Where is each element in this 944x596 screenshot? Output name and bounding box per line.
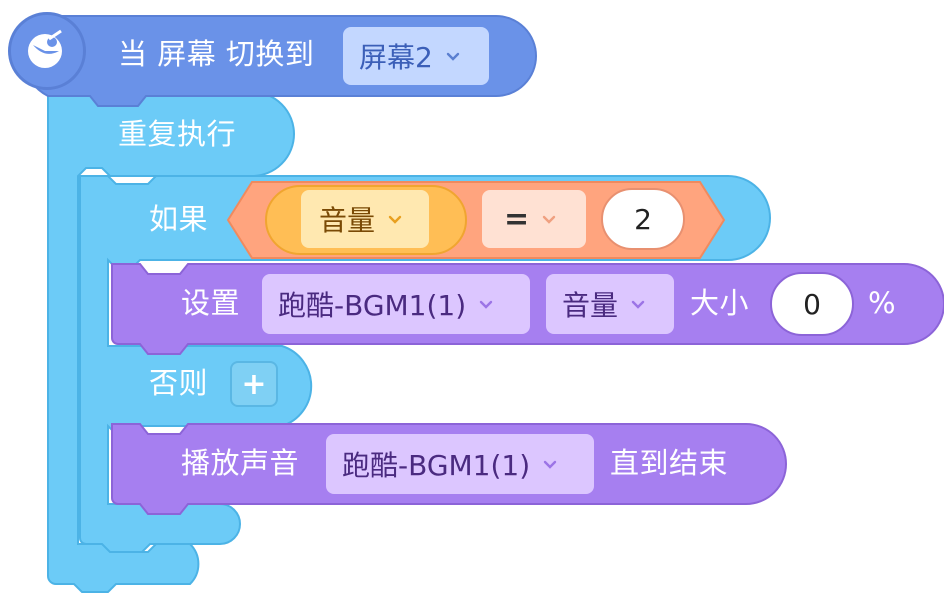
chevron-down-icon <box>446 52 460 61</box>
set-label: 设置 <box>181 286 241 320</box>
else-label: 否则 <box>149 366 209 400</box>
chevron-down-icon <box>543 460 557 469</box>
until-done-label: 直到结束 <box>610 446 729 480</box>
set-sound-value: 跑酷-BGM1(1) <box>278 289 467 322</box>
chevron-down-icon <box>479 300 493 309</box>
play-sound-dropdown[interactable]: 跑酷-BGM1(1) <box>326 434 594 494</box>
volume-amount-input[interactable]: 0 <box>770 272 854 336</box>
plus-icon: + <box>241 366 267 402</box>
add-branch-button[interactable]: + <box>230 361 278 407</box>
screen-dropdown[interactable]: 屏幕2 <box>343 27 489 85</box>
operator-dropdown[interactable]: = <box>482 190 586 248</box>
repeat-block-shape[interactable] <box>47 91 295 593</box>
volume-amount-text: 0 <box>803 287 821 321</box>
compare-value-input[interactable]: 2 <box>601 188 685 250</box>
play-sound-value: 跑酷-BGM1(1) <box>342 449 531 482</box>
percent-label: % <box>868 286 897 320</box>
if-label: 如果 <box>149 202 209 236</box>
operator-value: = <box>504 201 530 237</box>
screen-dropdown-value: 屏幕2 <box>359 41 433 74</box>
repeat-forever-label: 重复执行 <box>118 117 237 151</box>
chevron-down-icon <box>542 215 556 224</box>
volume-sensor-dropdown[interactable]: 音量 <box>301 190 429 248</box>
compare-value-text: 2 <box>634 202 652 236</box>
play-sound-label: 播放声音 <box>181 446 300 480</box>
chevron-down-icon <box>631 300 645 309</box>
chevron-down-icon <box>388 215 402 224</box>
set-sound-dropdown[interactable]: 跑酷-BGM1(1) <box>262 274 530 334</box>
volume-sensor-value: 音量 <box>319 204 376 237</box>
satellite-dish-icon <box>8 12 86 90</box>
sound-property-dropdown[interactable]: 音量 <box>546 274 674 334</box>
size-label: 大小 <box>690 286 750 320</box>
hat-block-label: 当 屏幕 切换到 <box>118 37 315 71</box>
sound-property-value: 音量 <box>562 289 619 322</box>
